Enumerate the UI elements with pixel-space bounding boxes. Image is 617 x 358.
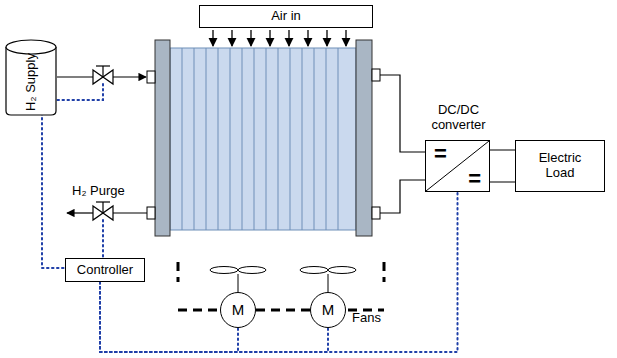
power-line [490, 150, 515, 182]
fan-bracket [178, 262, 384, 310]
box-text: Electric Load [530, 151, 590, 181]
power-wires [380, 75, 425, 213]
controller-box: Controller [65, 258, 145, 282]
air-arrows [213, 30, 346, 46]
control-signal-line [100, 282, 238, 352]
load-box: Electric Load [515, 140, 605, 192]
air-inlet-box: Air in [199, 5, 373, 28]
dc-symbol: = [434, 141, 447, 166]
fans-label: Fans [352, 311, 381, 326]
converter-heading: DC/DC converter [419, 103, 499, 133]
motor-label: M [232, 301, 245, 318]
converter-box: DC/DC converter== [425, 140, 490, 192]
box-text: Air in [271, 9, 301, 24]
box-text: Controller [77, 263, 133, 278]
fan-symbols [210, 267, 356, 293]
tank-label: H₂ Supply [24, 53, 39, 111]
fan-linkage-line [256, 309, 310, 312]
fuel-cell-stack [147, 40, 380, 236]
dc-symbol: = [468, 166, 481, 191]
motor-circle: M [220, 292, 256, 328]
hydrogen-piping [57, 77, 147, 213]
control-signal-line [100, 192, 458, 352]
motor-circle: M [310, 292, 346, 328]
control-signal-line [100, 282, 328, 352]
motor-label: M [322, 301, 335, 318]
purge-label: H₂ Purge [72, 184, 125, 199]
hydrogen-tank: H₂ Supply [5, 38, 57, 116]
